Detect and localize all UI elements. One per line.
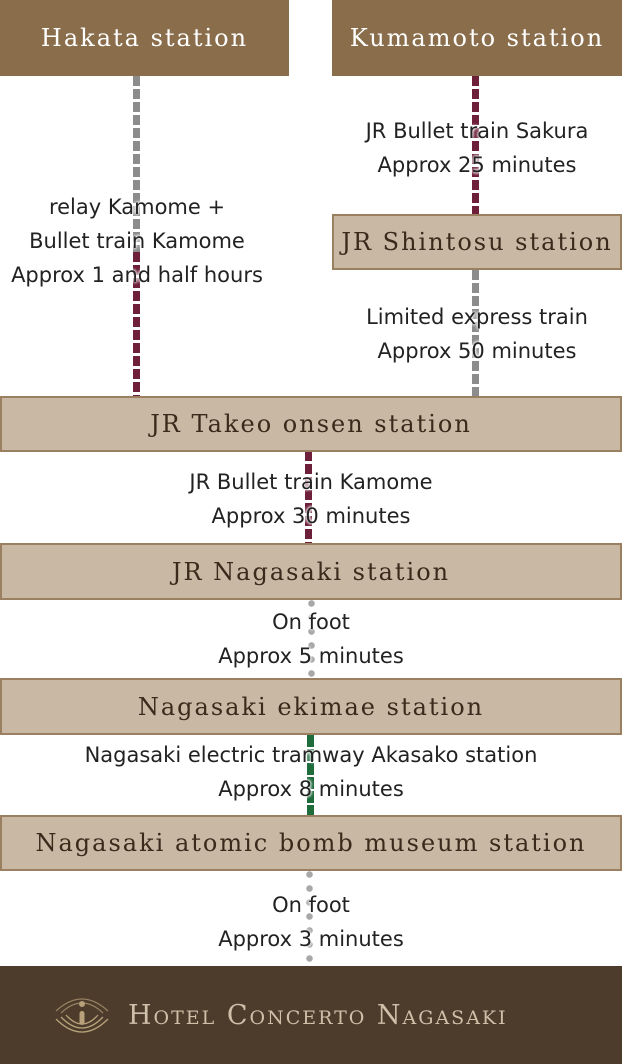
line-nagasaki-dots [308, 600, 315, 678]
line-hakata-maroon [133, 252, 140, 396]
route-line: On foot [272, 893, 350, 917]
route-museum-hotel-label: On foot Approx 3 minutes [0, 888, 622, 956]
route-line: Approx 1 and half hours [11, 263, 263, 287]
station-kumamoto: Kumamoto station [332, 0, 622, 76]
station-hakata: Hakata station [0, 0, 289, 76]
route-line: JR Bullet train Kamome [189, 470, 433, 494]
route-line: Approx 25 minutes [377, 153, 577, 177]
station-takeo: JR Takeo onsen station [0, 396, 622, 452]
route-takeo-nagasaki-label: JR Bullet train Kamome Approx 30 minutes [0, 465, 622, 533]
route-ekimae-museum-label: Nagasaki electric tramway Akasako statio… [0, 738, 622, 806]
route-line: Approx 3 minutes [218, 927, 404, 951]
station-museum: Nagasaki atomic bomb museum station [0, 815, 622, 871]
route-line: JR Bullet train Sakura [365, 119, 589, 143]
route-line: relay Kamome + [48, 195, 226, 219]
station-shintosu: JR Shintosu station [332, 214, 622, 270]
route-line: Approx 30 minutes [211, 504, 411, 528]
route-kumamoto-shintosu-label: JR Bullet train Sakura Approx 25 minutes [332, 114, 622, 182]
station-nagasaki: JR Nagasaki station [0, 543, 622, 600]
route-line: Approx 8 minutes [218, 777, 404, 801]
route-line: Approx 5 minutes [218, 644, 404, 668]
route-hakata-takeo-label: relay Kamome + Bullet train Kamome Appro… [0, 190, 274, 292]
route-line: Limited express train [366, 305, 588, 329]
line-shintosu-gray [472, 270, 479, 396]
route-nagasaki-ekimae-label: On foot Approx 5 minutes [0, 605, 622, 673]
route-line: On foot [272, 610, 350, 634]
line-museum-dots [306, 871, 313, 968]
line-tram-green [307, 735, 314, 815]
line-takeo-maroon [305, 451, 312, 543]
line-kumamoto-maroon [472, 76, 479, 214]
hotel-brand-name: Hotel Concerto Nagasaki [128, 999, 508, 1031]
line-hakata-gray [133, 76, 140, 252]
concerto-emblem-icon [55, 998, 109, 1033]
hotel-footer: Hotel Concerto Nagasaki [0, 966, 622, 1064]
route-line: Bullet train Kamome [29, 229, 245, 253]
route-line: Approx 50 minutes [377, 339, 577, 363]
station-ekimae: Nagasaki ekimae station [0, 678, 622, 735]
route-line: Nagasaki electric tramway Akasako statio… [84, 743, 538, 767]
route-shintosu-takeo-label: Limited express train Approx 50 minutes [332, 300, 622, 368]
